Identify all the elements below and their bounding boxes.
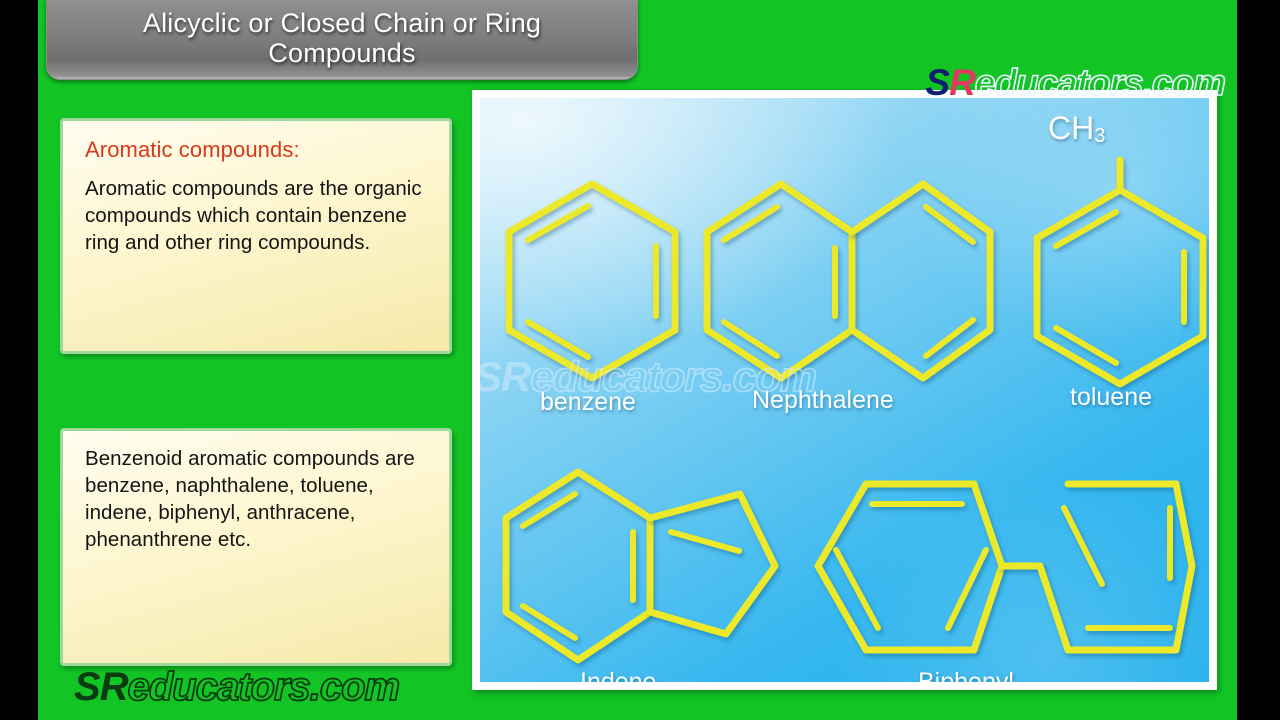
card-heading: Aromatic compounds:: [85, 137, 300, 162]
naphthalene-structure-icon: [703, 180, 994, 382]
watermark-s: S: [925, 62, 950, 103]
watermark-r: R: [99, 665, 129, 709]
molecule-biphenyl: [810, 478, 1200, 658]
watermark-domain: educators.com: [127, 664, 401, 710]
molecule-toluene: [1028, 156, 1209, 388]
structures-panel: benzene Nephthalene CH3: [480, 98, 1209, 682]
ch3-text: CH: [1048, 110, 1095, 146]
molecule-label-naphthalene: Nephthalene: [752, 386, 894, 414]
watermark-s: S: [74, 665, 101, 709]
molecule-benzene: [500, 176, 685, 388]
structures-panel-frame: benzene Nephthalene CH3: [472, 90, 1217, 690]
watermark-r: R: [501, 353, 531, 400]
slide-stage: Alicyclic or Closed Chain or Ring Compou…: [38, 0, 1237, 720]
aromatic-compounds-card: Aromatic compounds: Aromatic compounds a…: [60, 118, 452, 354]
ch3-subscript: 3: [1094, 125, 1106, 147]
page-title: Alicyclic or Closed Chain or Ring Compou…: [125, 2, 559, 68]
toluene-methyl-label: CH3: [1048, 110, 1105, 148]
watermark-domain: educators.com: [529, 352, 818, 401]
molecule-label-biphenyl: Biphenyl: [918, 668, 1014, 682]
card-body-text: Benzenoid aromatic compounds are benzene…: [85, 447, 415, 552]
title-line-2: Compounds: [268, 38, 416, 68]
watermark-r: R: [949, 62, 976, 103]
watermark-domain: educators.com: [974, 61, 1227, 104]
title-line-1: Alicyclic or Closed Chain or Ring: [142, 7, 542, 38]
card-body-text: Aromatic compounds are the organic compo…: [85, 177, 422, 255]
toluene-structure-icon: [1033, 156, 1207, 388]
molecule-naphthalene: [698, 176, 998, 388]
benzenoid-compounds-card: Benzenoid aromatic compounds are benzene…: [60, 428, 452, 666]
molecule-indene: [498, 466, 783, 666]
watermark-top-right: SReducators.com: [925, 61, 1227, 104]
watermark-s: S: [480, 353, 502, 400]
watermark-bottom-left: SReducators.com: [74, 664, 401, 710]
molecule-label-toluene: toluene: [1070, 383, 1153, 411]
benzene-structure-icon: [505, 180, 679, 382]
indene-structure-icon: [502, 468, 779, 664]
molecule-label-benzene: benzene: [540, 388, 636, 416]
watermark-center: SReducators.com: [480, 352, 818, 401]
slide-title-bar: Alicyclic or Closed Chain or Ring Compou…: [46, 0, 638, 80]
molecule-label-indene: Indene: [580, 668, 657, 682]
biphenyl-structure-icon: [814, 480, 1196, 654]
